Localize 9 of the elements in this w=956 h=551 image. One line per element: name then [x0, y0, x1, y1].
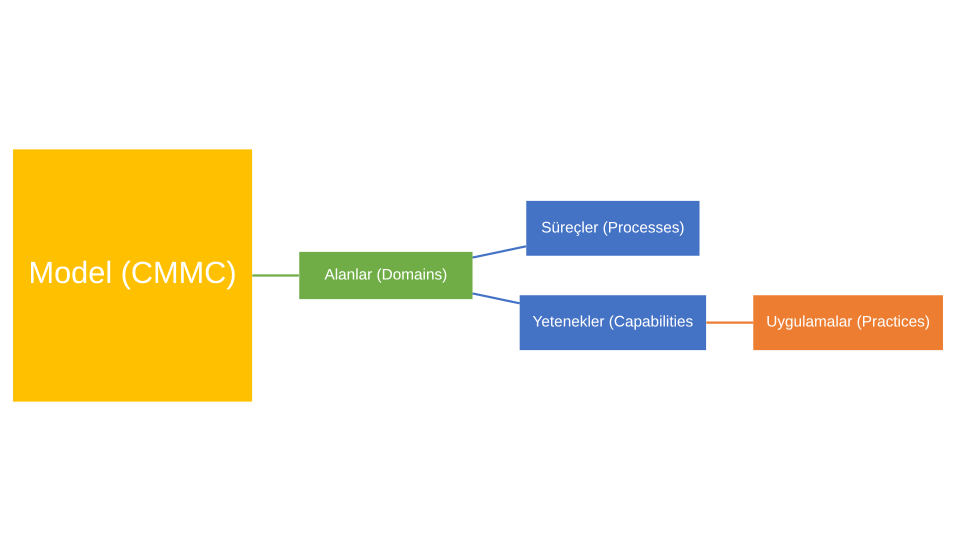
node-box: Uygulamalar (Practices) [753, 295, 943, 350]
node-box: Model (CMMC) [13, 149, 252, 402]
connector [706, 322, 754, 324]
node-box: Alanlar (Domains) [299, 252, 473, 300]
node-box: Yetenekler (Capabilities [520, 295, 706, 350]
connector [472, 292, 520, 304]
connector [252, 274, 299, 277]
node-box: Süreçler (Processes) [526, 200, 700, 256]
connector [472, 245, 526, 259]
